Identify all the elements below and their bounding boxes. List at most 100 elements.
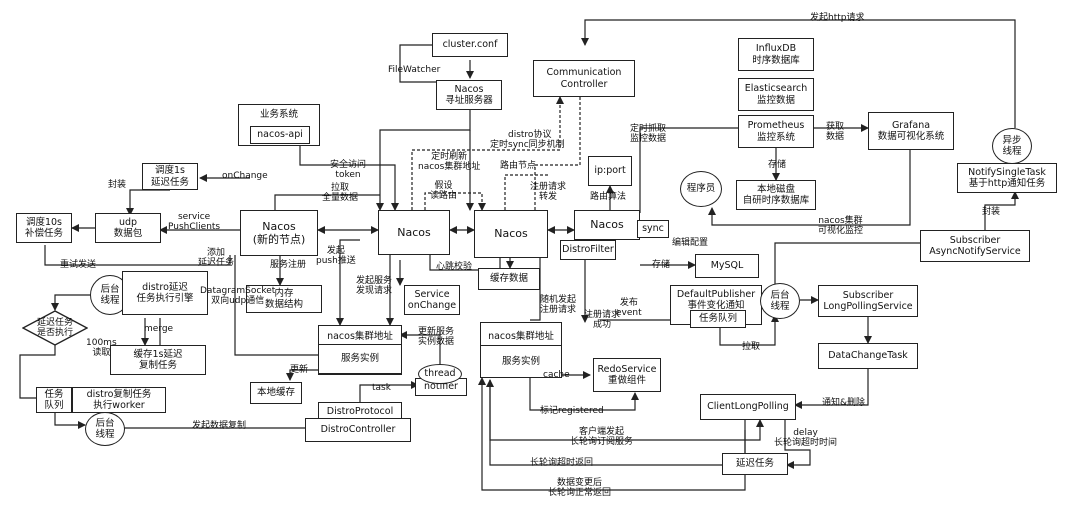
nacos-node-c: Nacos [574,210,640,240]
lbl-nacos-cluster-viz: nacos集群 可视化监控 [818,216,863,237]
distro-controller-box: DistroController [305,418,411,442]
memory-line1: 内存 [274,287,294,299]
lbl-update-service: 更新服务 实例数据 [418,327,454,348]
nacos-a-label: Nacos [397,225,431,239]
lbl-timed-fetch-2: 监控数据 [630,134,667,145]
lbl-timed-refresh-1: 定时刷新 [431,152,468,162]
lbl-timed-fetch: 定时抓取 监控数据 [630,124,666,145]
memory-line2: 数据结构 [264,299,303,310]
mysql-box: MySQL [695,254,759,278]
bg-thread-1-line1: 后台 [100,283,120,295]
cache1s-line2: 复制任务 [138,360,177,371]
lbl-pack: 封装 [108,180,127,190]
delay1s-line1: 调度1s [155,165,185,177]
lbl-random-reg-2: 注册请求 [540,305,577,316]
cache1s-line1: 缓存1s延迟 [133,348,183,360]
lbl-data-change-1: 数据变更后 [557,478,603,488]
lbl-distro-protocol: distro协议 [508,130,552,140]
lbl-pull-all-1: 拉取 [331,183,350,193]
lbl-mark-registered: 标记registered [540,406,604,416]
lbl-timed-refresh: 定时刷新 nacos集群地址 [418,152,480,173]
bg-thread-2-circle: 后台 线程 [85,412,125,446]
lbl-onchange: onChange [222,171,268,181]
distro-protocol-label: DistroProtocol [326,406,394,418]
lbl-publish-2: event [616,308,642,319]
async-thread-line2: 线程 [1002,146,1022,157]
lbl-storage-2: 存储 [652,260,671,270]
prometheus-line2: 监控系统 [756,131,795,143]
lbl-datagram: DatagramSocket 双向udp通信 [200,286,275,307]
lbl-100ms-1: 100ms [86,338,117,348]
elasticsearch-line2: 监控数据 [756,94,795,106]
lbl-init-service-disc: 发起服务 发现请求 [356,276,392,297]
lbl-client-lp-2: 长轮询订阅服务 [570,437,634,448]
default-publisher-box: DefaultPublisher 事件变化通知 [670,285,762,325]
nacos-node-a: Nacos [378,210,450,255]
bg-thread-3-line1: 后台 [770,289,790,301]
lbl-read-100ms: 100ms 读取 [86,338,117,359]
thread-circle: thread [418,364,462,384]
distro-delay-line2: 任务执行引擎 [136,293,194,304]
lbl-publish-event: 发布 event [616,298,642,319]
lbl-pull: 拉取 [742,342,761,352]
bg-thread-2-line1: 后台 [95,417,115,429]
lbl-pull-all: 拉取 全量数据 [322,183,358,204]
lbl-sec-access: 安全访问 token [330,160,366,181]
data-change-task-box: DataChangeTask [818,343,918,369]
grafana-line1: Grafana [891,119,931,131]
task-queue-2-label: 任务队列 [698,313,737,325]
lbl-service-reg: 服务注册 [270,260,307,270]
async-thread-circle: 异步 线程 [992,128,1032,164]
lbl-send-http: 发起http请求 [810,13,865,23]
comm-controller-line2: Controller [560,78,608,90]
influxdb-line1: InfluxDB [755,43,797,55]
lbl-fetch-data-1: 获取 [826,122,845,132]
prometheus-line1: Prometheus [747,120,805,132]
notify-task-line1: NotifySingleTask [968,166,1046,178]
redo-line2: 重做组件 [607,375,646,386]
lbl-data-change-2: 长轮询正常返回 [548,488,612,499]
notify-single-task-box: NotifySingleTask 基于http通知任务 [957,163,1057,193]
thread-label: thread [424,368,456,380]
lbl-publish-1: 发布 [619,298,638,308]
lbl-service-pushclients: service PushClients [168,212,220,233]
nacos-c-label: Nacos [590,218,624,232]
lbl-datagram-2: 双向udp通信 [211,296,265,307]
cache-data-box: 缓存数据 [478,268,540,290]
lbl-assume-read: 假设 读路由 [430,181,457,202]
nacos-addr-server-line1: Nacos [454,83,484,95]
service-instance-2-label: 服务实例 [501,355,540,367]
biz-system-label: 业务系统 [259,109,298,120]
lbl-pull-all-2: 全量数据 [322,193,359,204]
lbl-pushclients-2: PushClients [168,222,221,233]
lbl-client-longpoll-sub: 客户端发起 长轮询订阅服务 [570,427,633,448]
cluster-addr-1-label: nacos集群地址 [327,331,393,342]
delay1s-line2: 延迟任务 [150,176,189,188]
lbl-pushclients-1: service [177,212,211,222]
lbl-add-delay: 添加 延迟任务 [198,248,234,269]
lbl-add-delay-1: 添加 [207,248,226,258]
lbl-send-push-2: push推送 [316,256,356,267]
lbl-reg-forward-1: 注册请求 [530,182,567,192]
distro-delay-line1: distro延迟 [142,281,188,293]
local-cache-box: 本地缓存 [250,382,302,404]
lbl-edit-config: 编辑配置 [672,238,709,248]
lbl-timed-fetch-1: 定时抓取 [630,124,667,134]
influxdb-box: InfluxDB 时序数据库 [738,38,814,71]
grafana-line2: 数据可视化系统 [877,131,945,142]
lbl-cluster-viz-1: nacos集群 [818,216,863,226]
lbl-random-reg-1: 随机发起 [540,295,577,305]
bg-thread-3-circle: 后台 线程 [760,283,800,319]
udp-line1: udp [118,216,138,228]
distro-delay-engine-box: distro延迟 任务执行引擎 [122,271,208,315]
redo-line1: RedoService [597,363,657,375]
distro-filter-box: DistroFilter [560,240,616,260]
service-onchange-line2: onChange [407,300,457,311]
service-instance-1-label: 服务实例 [340,353,379,365]
lbl-client-lp-1: 客户端发起 [579,427,625,437]
nacos-new-node-box: Nacos (新的节点) [240,210,318,256]
lbl-reg-success: 注册请求 成功 [584,310,620,331]
lbl-reg-success-2: 成功 [593,320,612,331]
notify-task-line2: 基于http通知任务 [968,178,1046,189]
